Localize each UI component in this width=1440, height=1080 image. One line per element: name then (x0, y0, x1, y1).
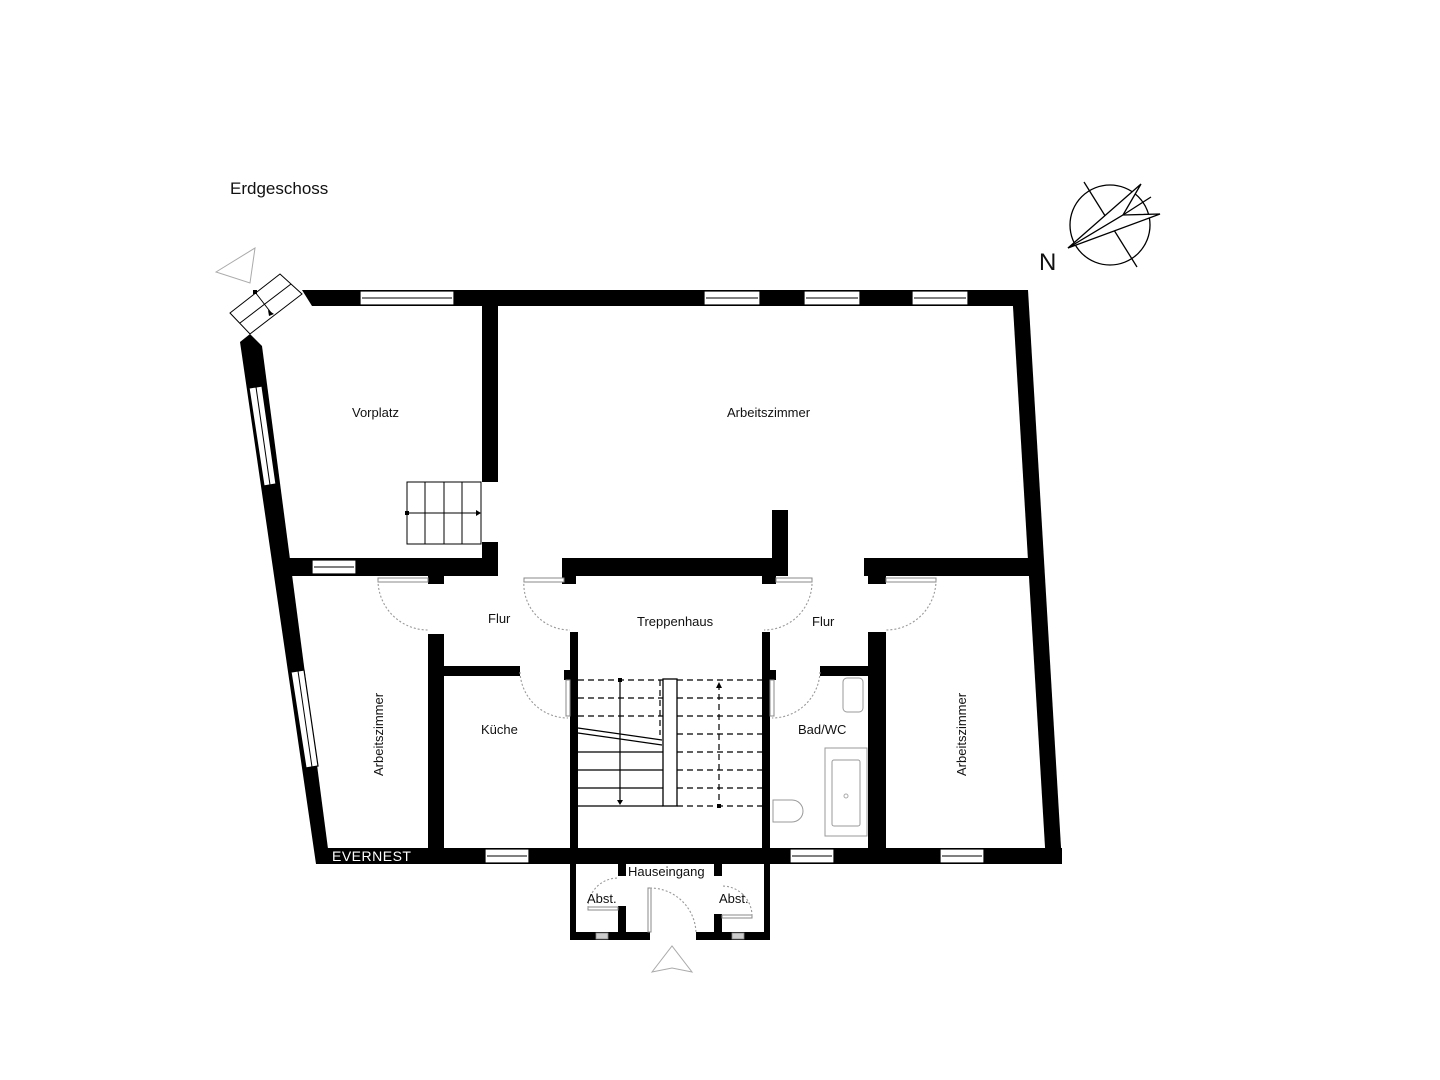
room-label-arbeitszimmer-top: Arbeitszimmer (727, 405, 811, 420)
main-staircase-icon (577, 678, 762, 808)
brand-logo: EVERNEST (332, 848, 411, 864)
north-label: N (1039, 249, 1056, 276)
bathroom-fixtures (772, 677, 868, 837)
side-stair-icon (229, 273, 303, 335)
floor-title: Erdgeschoss (230, 179, 328, 198)
doors (377, 577, 937, 935)
room-label-abst-left: Abst. (587, 891, 617, 906)
room-label-vorplatz: Vorplatz (352, 405, 399, 420)
room-label-bad-wc: Bad/WC (798, 722, 846, 737)
room-label-treppenhaus: Treppenhaus (637, 614, 714, 629)
vorplatz-stair-icon (405, 481, 482, 545)
room-label-kueche: Küche (481, 722, 518, 737)
windows (248, 290, 985, 940)
side-entrance-arrow-icon (214, 247, 256, 284)
room-label-arbeitszimmer-right: Arbeitszimmer (954, 692, 969, 776)
room-label-flur-right: Flur (812, 614, 835, 629)
north-compass-icon (1067, 181, 1161, 268)
room-label-arbeitszimmer-left: Arbeitszimmer (371, 692, 386, 776)
room-label-hauseingang: Hauseingang (628, 864, 705, 879)
toilet-icon (772, 799, 804, 823)
room-label-abst-right: Abst. (719, 891, 749, 906)
sink-icon (842, 677, 864, 713)
main-entrance-arrow-icon (650, 945, 694, 973)
room-label-flur-left: Flur (488, 611, 511, 626)
